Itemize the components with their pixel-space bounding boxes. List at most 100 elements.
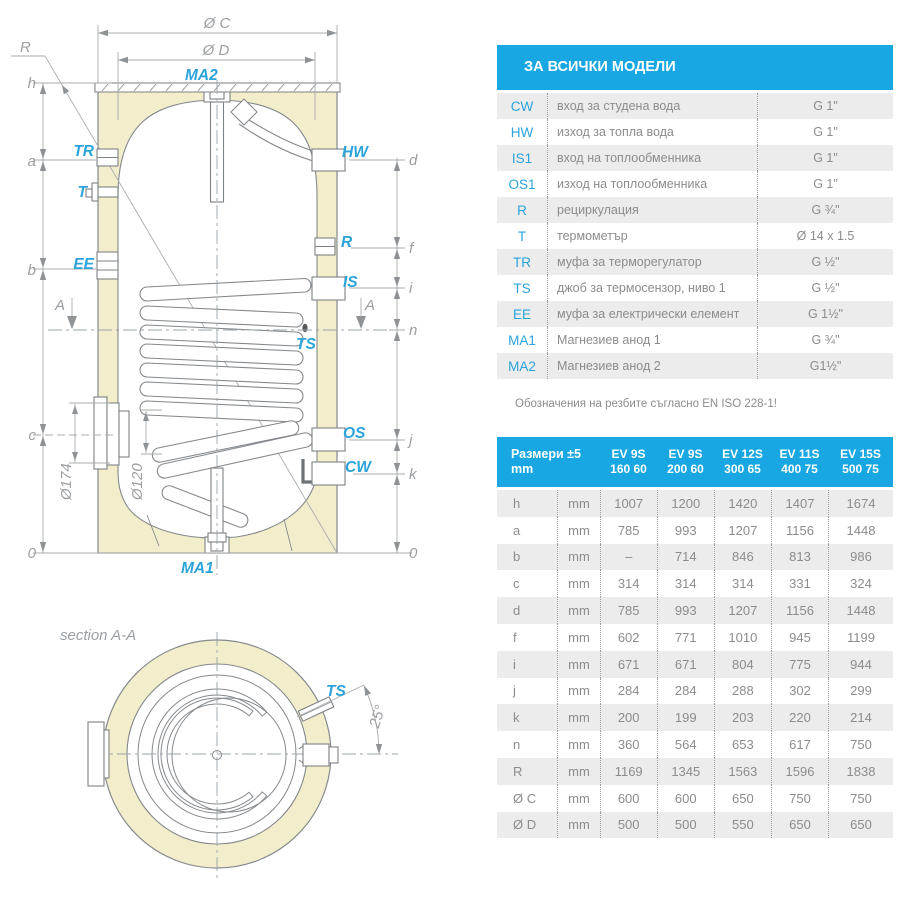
model-size: 200 60 (667, 462, 704, 476)
dimension-value: 1199 (828, 623, 893, 651)
dimension-value: 750 (770, 784, 828, 812)
cw-port (311, 461, 346, 486)
section-side-port (298, 743, 339, 767)
port-code: IS1 (511, 150, 533, 166)
ee-label: EE (73, 256, 94, 273)
dim-h-label: h (28, 75, 36, 92)
dimensions-header-corner: Размери ±5 mm (497, 437, 600, 487)
dimension-value: 750 (828, 731, 893, 758)
dimension-value: 200 (599, 704, 657, 732)
dim-od-label: Ø D (202, 42, 230, 59)
dimension-value: 671 (656, 650, 714, 678)
dimension-lines (33, 25, 412, 554)
ts-sensor (302, 323, 308, 333)
dimension-value: 650 (770, 811, 828, 839)
dimension-symbol: k (513, 710, 520, 726)
port-thread-size: G ½" (757, 249, 893, 275)
port-thread-size: G ¾" (757, 197, 893, 223)
dimension-symbol: Ø D (513, 817, 537, 833)
dimension-value: 804 (713, 650, 771, 678)
model-name: EV 9S (668, 447, 703, 461)
os-label: OS (343, 425, 366, 442)
dimension-value: 214 (828, 704, 893, 732)
dim-b-label: b (28, 262, 36, 279)
element-flange (93, 396, 130, 470)
dimension-symbol: i (513, 656, 516, 672)
dimension-symbol: b (513, 549, 521, 565)
section-inner-circle (171, 697, 287, 813)
dimension-value: 1156 (770, 516, 828, 544)
cw-label: CW (345, 459, 372, 476)
tilt-radius-line (11, 55, 338, 554)
port-code: TS (513, 280, 531, 296)
dimension-unit: mm (557, 731, 599, 758)
dimension-value: 288 (713, 677, 771, 705)
dimension-value: 564 (656, 731, 714, 758)
dimension-value: 653 (713, 731, 771, 758)
section-center-lines (92, 632, 398, 878)
port-description: джоб за термосензор, ниво 1 (547, 275, 757, 301)
port-code: R (517, 202, 527, 218)
ee-port (96, 251, 119, 280)
dim-i-label: i (409, 280, 413, 297)
dimension-value: 1010 (713, 623, 771, 651)
cw-elbow-pipe (301, 459, 312, 484)
dimension-value: 617 (770, 731, 828, 758)
dim-d-label: d (409, 152, 418, 169)
dimension-value: 750 (828, 784, 893, 812)
model-size: 160 60 (610, 462, 647, 476)
dimension-unit: mm (557, 757, 599, 785)
dimension-value: 331 (770, 570, 828, 598)
dim-d174-label: Ø174 (58, 463, 75, 501)
dimension-value: – (599, 543, 657, 571)
dimension-unit: mm (557, 516, 599, 544)
port-description: термометър (547, 223, 757, 249)
dims-unit-label: mm (511, 462, 534, 476)
dimension-unit: mm (557, 677, 599, 705)
dimension-unit: mm (557, 704, 599, 732)
dimension-value: 1448 (828, 516, 893, 544)
dimension-value: 220 (770, 704, 828, 732)
model-size: 500 75 (842, 462, 879, 476)
dimension-symbol: h (513, 495, 521, 511)
dim-r-label: R (20, 39, 31, 56)
dimension-unit: mm (557, 570, 599, 598)
dimension-value: 1448 (828, 597, 893, 624)
dim-j-label: j (407, 432, 413, 449)
port-description: изход на топлообменника (547, 171, 757, 197)
dimension-value: 1345 (656, 757, 714, 785)
boiler-diagram: Ø C Ø D R h a b c 0 d f i n j k 0 Ø174 Ø… (11, 15, 418, 878)
r-port (314, 237, 336, 256)
dimension-unit: mm (557, 623, 599, 651)
r-label: R (341, 234, 353, 251)
ts-label: TS (296, 336, 316, 353)
port-code: MA1 (508, 332, 536, 348)
dimension-value: 1596 (770, 757, 828, 785)
port-code: T (517, 228, 527, 244)
dimension-symbol: f (513, 629, 517, 645)
dimension-unit: mm (557, 811, 599, 839)
dimension-value: 500 (599, 811, 657, 839)
dimension-value: 314 (713, 570, 771, 598)
dimension-value: 1674 (828, 490, 893, 517)
section-marker-right: A (364, 297, 375, 314)
dimension-value: 1838 (828, 757, 893, 785)
dimension-value: 650 (828, 811, 893, 839)
dimension-value: 986 (828, 543, 893, 571)
